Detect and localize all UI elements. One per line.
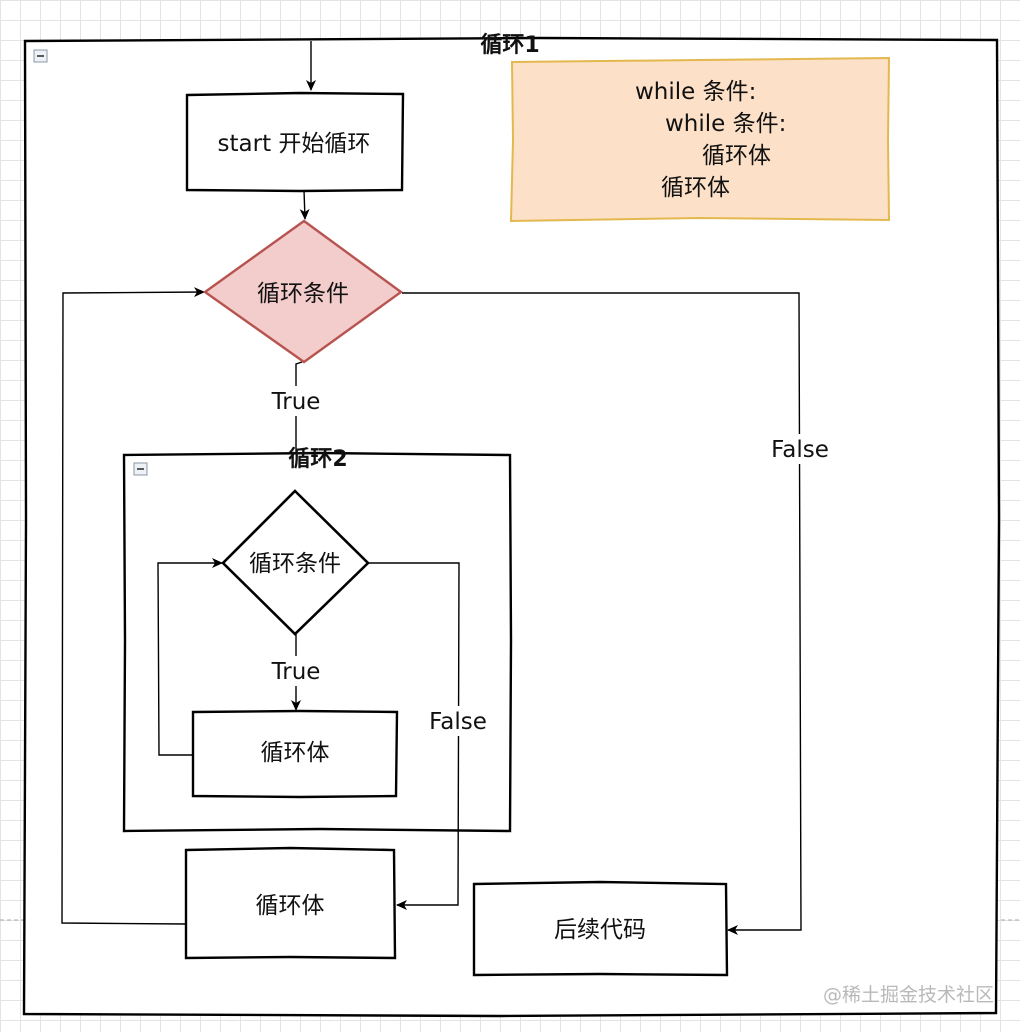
outer-true-label: True: [271, 389, 321, 415]
inner-condition-label: 循环条件: [249, 551, 341, 577]
note-line-4: 循环体: [661, 175, 730, 201]
inner-body-node[interactable]: 循环体: [191, 709, 399, 799]
note-line-3: 循环体: [702, 143, 771, 169]
pseudocode-note[interactable]: while 条件: while 条件: 循环体 循环体: [509, 56, 891, 223]
outer-loop-title: 循环1: [480, 32, 539, 58]
inner-condition-node[interactable]: 循环条件: [221, 489, 370, 636]
after-code-node[interactable]: 后续代码: [472, 880, 729, 977]
watermark: @稀土掘金技术社区: [823, 984, 994, 1006]
inner-body-label: 循环体: [261, 740, 330, 766]
inner-loop-title: 循环2: [288, 446, 347, 472]
inner-false-label: False: [429, 709, 487, 735]
note-line-1: while 条件:: [635, 79, 756, 105]
outer-false-label: False: [771, 437, 829, 463]
start-node[interactable]: start 开始循环: [185, 91, 405, 193]
inner-loopback-edge: [157, 558, 223, 756]
outer-false-edge: [402, 292, 802, 935]
outer-body-label: 循环体: [256, 893, 325, 919]
after-code-label: 后续代码: [554, 917, 646, 943]
outer-condition-label: 循环条件: [257, 281, 349, 307]
inner-true-label: True: [271, 659, 321, 685]
outer-condition-node[interactable]: 循环条件: [202, 219, 404, 364]
outer-body-node[interactable]: 循环体: [184, 846, 397, 960]
outer-true-edge: [291, 361, 303, 489]
start-to-condition-edge: [299, 189, 310, 220]
outer-collapse-icon[interactable]: [33, 49, 48, 63]
note-line-2: while 条件:: [665, 111, 786, 137]
outer-loopback-edge: [61, 287, 205, 925]
inner-collapse-icon[interactable]: [133, 462, 148, 476]
start-node-label: start 开始循环: [218, 131, 371, 157]
